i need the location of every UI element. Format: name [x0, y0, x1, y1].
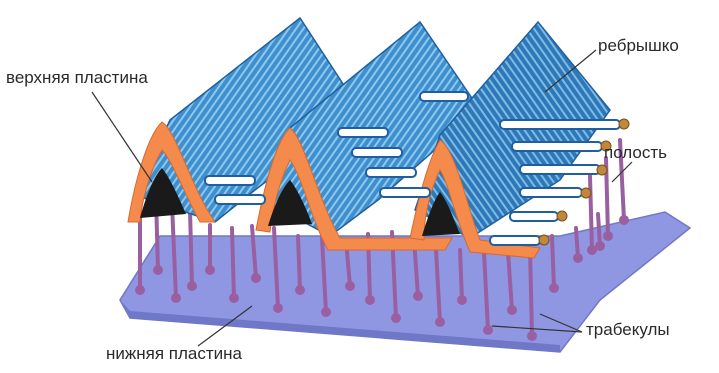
label-rib: ребрышко: [598, 36, 679, 56]
label-trabeculae: трабекулы: [586, 320, 670, 340]
label-top-plate: верхняя пластина: [6, 68, 148, 88]
leader-top-plate: [92, 92, 152, 182]
label-cavity: полость: [604, 143, 667, 163]
label-bottom-plate: нижняя пластина: [106, 344, 242, 364]
